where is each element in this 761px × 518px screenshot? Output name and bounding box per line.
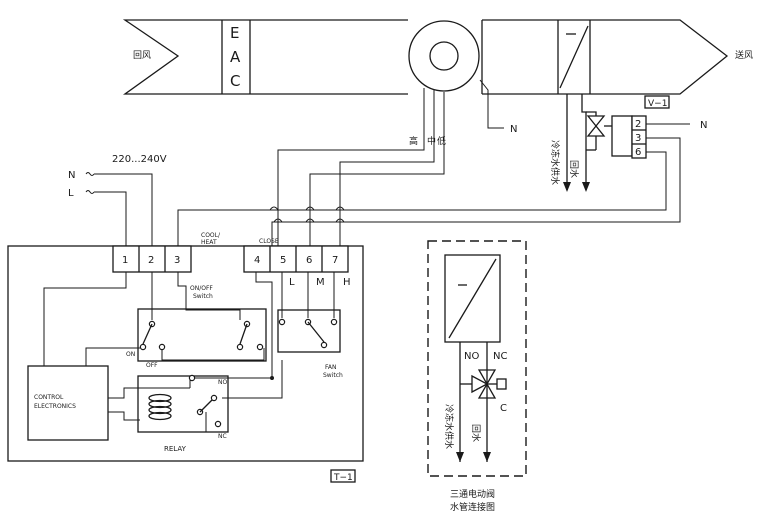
valve-actuator: [611, 115, 633, 157]
detail-supply-water-label: 冷冻水供水: [443, 404, 455, 449]
fan-motor-leads: [277, 79, 504, 246]
onoff-switch-label-1: ON/OFF: [190, 285, 213, 292]
control-electronics-box: [27, 365, 109, 441]
terminal-5: 5: [280, 255, 286, 266]
fan-outer: [408, 20, 480, 92]
detail-caption-1: 三通电动阀: [450, 488, 495, 500]
valve-terminal-3: 3: [635, 133, 641, 144]
relay-coil-icon: [148, 393, 172, 421]
relay-no-label: NO: [218, 379, 227, 386]
detail-no-label: NO: [464, 351, 479, 362]
speed-high-label: 高: [409, 135, 418, 147]
relay-nc-label: NC: [218, 433, 227, 440]
supply-air-label: 送风: [735, 49, 753, 61]
detail-nc-label: NC: [493, 351, 507, 362]
relay-label: RELAY: [164, 445, 187, 453]
speed-m-label: M: [316, 277, 325, 288]
fan-hub: [429, 41, 459, 71]
coil-return-water-label: 回水: [568, 160, 580, 178]
terminal-6: 6: [306, 255, 312, 266]
three-way-valve-icon: [471, 369, 507, 399]
neutral-terminal-icon: [85, 172, 95, 176]
fan-neutral-label: N: [510, 124, 517, 135]
valve-terminal-2: 2: [635, 119, 641, 130]
cool-heat-label-2: HEAT: [201, 239, 217, 246]
line-terminal-icon: [85, 190, 95, 194]
terminal-2: 2: [148, 255, 154, 266]
control-label-1: CONTROL: [34, 394, 64, 401]
detail-return-water-label: 回水: [470, 424, 482, 442]
wire-crossovers: [269, 206, 345, 223]
onoff-switch-contacts: [139, 320, 264, 351]
close-label: CLOSE: [259, 238, 279, 245]
speed-low-label: 低: [437, 135, 446, 147]
line-wire: [94, 191, 127, 246]
relay-box: [137, 375, 229, 433]
speed-h-label: H: [343, 277, 351, 288]
speed-mid-label: 中: [427, 135, 436, 147]
eac-letter-e: E: [230, 24, 239, 42]
relay-contacts: [188, 374, 274, 428]
line-label: L: [68, 188, 74, 199]
coil-water-pipes: [563, 94, 612, 192]
onoff-switch-label-2: Switch: [193, 293, 213, 300]
valve-tag-box: [644, 95, 670, 109]
valve-terminal-6: 6: [635, 147, 641, 158]
return-air-label: 回风: [133, 50, 151, 61]
voltage-label: 220...240V: [112, 154, 167, 165]
detail-caption-2: 水管连接图: [450, 501, 495, 513]
neutral-label: N: [68, 170, 75, 181]
eac-letter-a: A: [230, 48, 241, 66]
on-label: ON: [126, 351, 135, 358]
valve-terminal-block: [631, 115, 647, 159]
neutral-wire: [94, 173, 153, 246]
fan-switch-contacts: [278, 318, 338, 349]
fan-switch-box: [277, 309, 341, 353]
terminal-3: 3: [174, 255, 180, 266]
valve-control-wires: [177, 137, 681, 246]
off-label: OFF: [146, 362, 158, 369]
air-duct: [122, 19, 729, 95]
fan-switch-label-2: Switch: [323, 372, 343, 379]
valve-detail-pipes: [456, 342, 491, 462]
detail-c-label: C: [500, 403, 507, 414]
speed-l-label: L: [289, 277, 295, 288]
coil-supply-water-label: 冷冻水供水: [549, 140, 561, 185]
cool-heat-label-1: COOL/: [201, 232, 221, 239]
control-label-2: ELECTRONICS: [34, 403, 76, 410]
terminal-4: 4: [254, 255, 260, 266]
thermostat-tag-box: [330, 469, 356, 483]
fan-switch-label-1: FAN: [325, 364, 337, 371]
onoff-switch-box: [137, 308, 267, 362]
valve-detail-frame: [427, 240, 527, 477]
terminal-7: 7: [332, 255, 338, 266]
valve-tag: V−1: [648, 99, 667, 109]
valve-neutral-label: N: [700, 120, 707, 131]
thermostat-tag: T−1: [333, 473, 353, 483]
eac-letter-c: C: [230, 72, 240, 90]
terminal-1: 1: [122, 255, 128, 266]
